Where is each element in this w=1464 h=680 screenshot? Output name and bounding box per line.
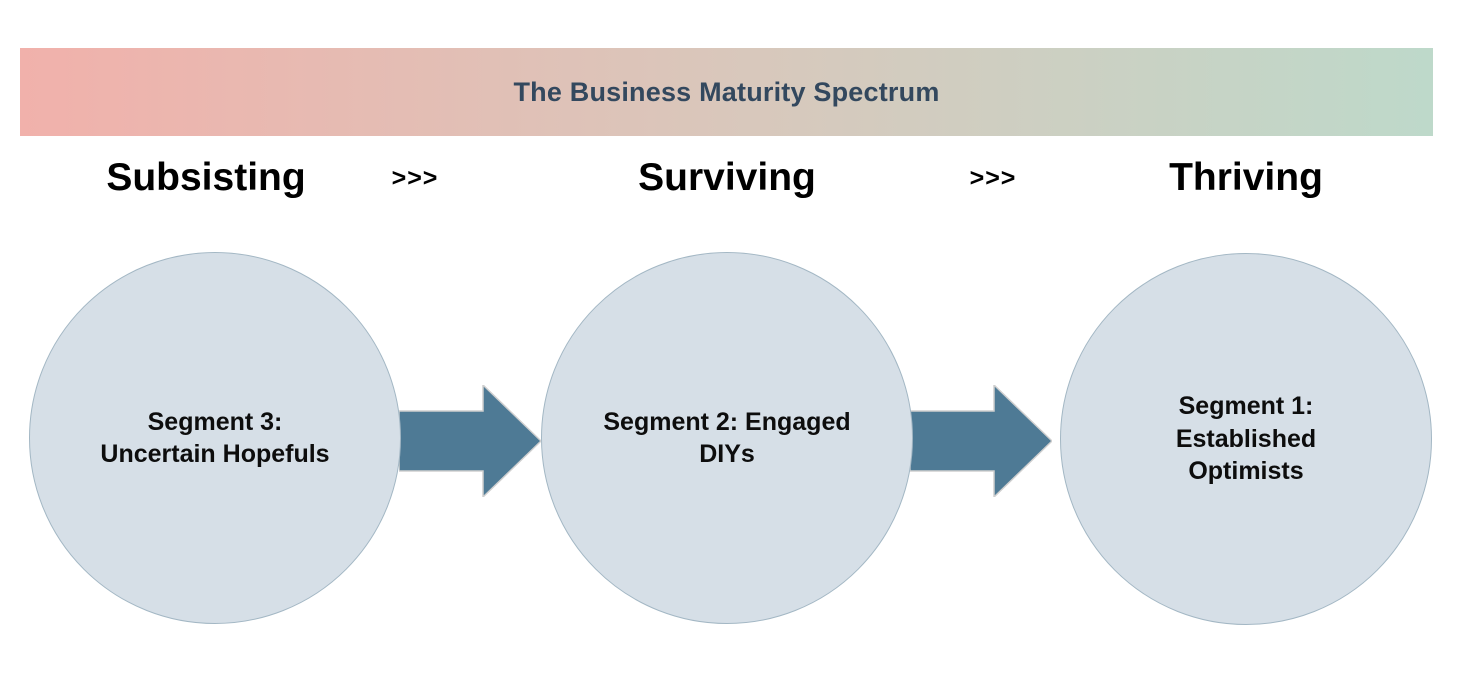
segment-3-label: Segment 3: Uncertain Hopefuls: [60, 406, 369, 471]
right-arrow-icon: [399, 385, 541, 497]
segment-1-line-2: Established: [1175, 424, 1317, 453]
segment-3-circle: Segment 3: Uncertain Hopefuls: [29, 252, 401, 624]
right-arrow-icon: [910, 385, 1052, 497]
segment-1-line-3: Optimists: [1188, 457, 1304, 486]
chevron-separator-icon: >>>: [969, 164, 1017, 192]
segment-2-label: Segment 2: Engaged DIYs: [563, 406, 890, 471]
segment-1-circle: Segment 1: Established Optimists: [1060, 253, 1432, 625]
header-bar: The Business Maturity Spectrum: [20, 48, 1433, 136]
stage-label-surviving: Surviving: [638, 156, 816, 199]
segment-3-line-2: Uncertain Hopefuls: [100, 440, 330, 468]
stage-label-thriving: Thriving: [1169, 156, 1323, 199]
segment-2-line-1: Segment 2: Engaged: [603, 407, 851, 436]
segment-1-label: Segment 1: Established Optimists: [1136, 390, 1356, 488]
segment-2-circle: Segment 2: Engaged DIYs: [541, 252, 913, 624]
stage-label-subsisting: Subsisting: [106, 156, 306, 199]
segment-1-line-1: Segment 1:: [1178, 392, 1314, 421]
page-title: The Business Maturity Spectrum: [513, 76, 940, 107]
segment-3-line-1: Segment 3:: [147, 407, 283, 436]
chevron-separator-icon: >>>: [391, 164, 439, 192]
segment-2-line-2: DIYs: [699, 440, 755, 468]
